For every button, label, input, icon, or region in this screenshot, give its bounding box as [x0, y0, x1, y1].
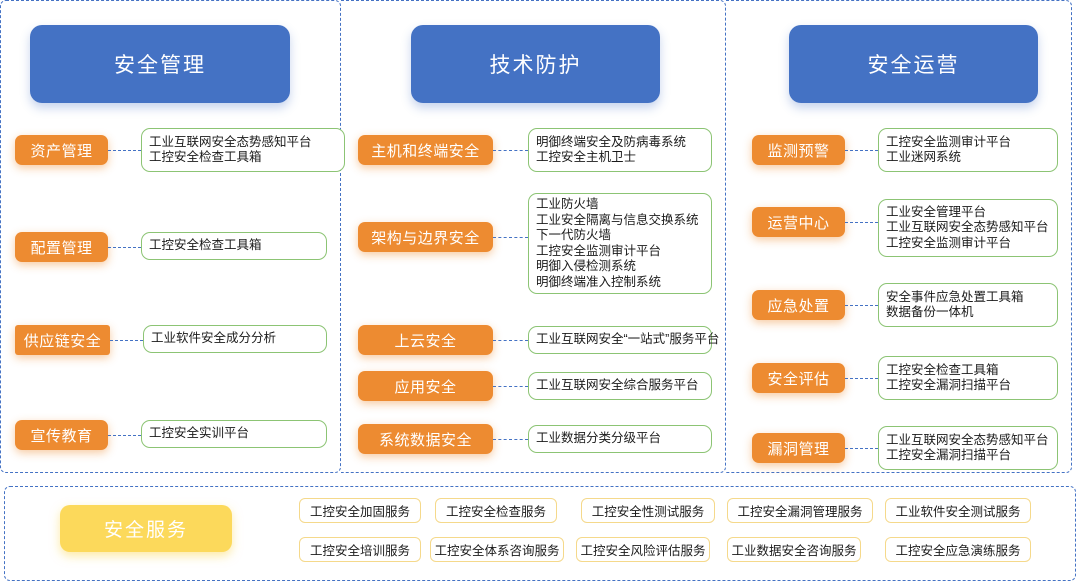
product-item: 工业互联网安全态势感知平台 [149, 134, 312, 149]
category-host-endpoint-security[interactable]: 主机和终端安全 [358, 135, 493, 165]
service-tag[interactable]: 工控安全体系咨询服务 [430, 537, 564, 562]
category-publicity-education[interactable]: 宣传教育 [15, 420, 108, 450]
products-security-assessment[interactable]: 工控安全检查工具箱 工控安全漏洞扫描平台 [878, 356, 1058, 400]
product-item: 工业互联网安全“一站式”服务平台 [536, 332, 720, 347]
connector-application-security [493, 386, 528, 387]
products-monitoring-early-warning[interactable]: 工控安全监测审计平台 工业迷网系统 [878, 128, 1058, 172]
connector-host-endpoint-security [493, 150, 528, 151]
product-item: 工业互联网安全态势感知平台 [886, 220, 1049, 235]
heading-security-operations[interactable]: 安全运营 [789, 25, 1038, 103]
service-tag[interactable]: 工控安全漏洞管理服务 [727, 498, 873, 523]
connector-architecture-boundary-security [493, 237, 528, 238]
category-configuration-management[interactable]: 配置管理 [15, 232, 108, 262]
product-item: 安全事件应急处置工具箱 [886, 289, 1024, 304]
product-item: 工控安全监测审计平台 [886, 235, 1012, 250]
category-cloud-security[interactable]: 上云安全 [358, 325, 493, 355]
category-application-security[interactable]: 应用安全 [358, 371, 493, 401]
category-system-data-security[interactable]: 系统数据安全 [358, 424, 493, 454]
service-tag[interactable]: 工控安全风险评估服务 [576, 537, 710, 562]
services-panel [4, 486, 1076, 581]
product-item: 下一代防火墙 [536, 228, 612, 242]
category-vulnerability-management[interactable]: 漏洞管理 [752, 433, 845, 463]
products-asset-management[interactable]: 工业互联网安全态势感知平台 工控安全检查工具箱 [141, 128, 345, 172]
products-host-endpoint-security[interactable]: 明御终端安全及防病毒系统 工控安全主机卫士 [528, 128, 712, 172]
products-architecture-boundary-security[interactable]: 工业防火墙 工业安全隔离与信息交换系统 下一代防火墙 工控安全监测审计平台 明御… [528, 193, 712, 294]
product-item: 明御终端安全及防病毒系统 [536, 134, 687, 149]
product-item: 工业互联网安全态势感知平台 [886, 432, 1049, 447]
category-security-assessment[interactable]: 安全评估 [752, 363, 845, 393]
service-tag[interactable]: 工控安全加固服务 [299, 498, 421, 523]
top-panel [0, 0, 1072, 473]
service-tag[interactable]: 工控安全培训服务 [299, 537, 421, 562]
product-item: 工控安全监测审计平台 [536, 243, 662, 258]
product-item: 工业防火墙 [536, 197, 599, 211]
products-supply-chain-security[interactable]: 工业软件安全成分分析 [143, 325, 327, 353]
product-item: 工控安全漏洞扫描平台 [886, 378, 1012, 392]
service-tag[interactable]: 工控安全性测试服务 [581, 498, 715, 523]
product-item: 工业安全隔离与信息交换系统 [536, 212, 699, 227]
column-panel-technical-protection [341, 0, 726, 473]
connector-system-data-security [493, 439, 528, 440]
product-item: 工控安全主机卫士 [536, 150, 637, 164]
heading-security-management[interactable]: 安全管理 [30, 25, 290, 103]
category-emergency-response[interactable]: 应急处置 [752, 290, 845, 320]
connector-emergency-response [845, 305, 878, 306]
product-item: 工业软件安全成分分析 [151, 331, 277, 346]
products-configuration-management[interactable]: 工控安全检查工具箱 [141, 232, 327, 260]
products-cloud-security[interactable]: 工业互联网安全“一站式”服务平台 [528, 326, 720, 354]
product-item: 工控安全检查工具箱 [886, 362, 999, 377]
products-vulnerability-management[interactable]: 工业互联网安全态势感知平台 工控安全漏洞扫描平台 [878, 426, 1058, 470]
product-item: 工控安全检查工具箱 [149, 150, 262, 164]
products-operations-center[interactable]: 工业安全管理平台 工业互联网安全态势感知平台 工控安全监测审计平台 [878, 199, 1058, 257]
connector-configuration-management [108, 247, 141, 248]
service-tag[interactable]: 工业数据安全咨询服务 [727, 537, 861, 562]
column-panel-security-operations [726, 0, 1072, 473]
connector-cloud-security [493, 340, 528, 341]
category-supply-chain-security[interactable]: 供应链安全 [15, 325, 110, 355]
product-item: 工业迷网系统 [886, 150, 962, 164]
connector-security-assessment [845, 378, 878, 379]
category-asset-management[interactable]: 资产管理 [15, 135, 108, 165]
products-publicity-education[interactable]: 工控安全实训平台 [141, 420, 327, 448]
service-tag[interactable]: 工控安全检查服务 [435, 498, 557, 523]
product-item: 工控安全实训平台 [149, 426, 250, 441]
product-item: 工业安全管理平台 [886, 204, 987, 219]
connector-publicity-education [108, 435, 141, 436]
service-tag[interactable]: 工业软件安全测试服务 [885, 498, 1031, 523]
connector-vulnerability-management [845, 448, 878, 449]
connector-operations-center [845, 222, 878, 223]
connector-asset-management [108, 150, 141, 151]
category-architecture-boundary-security[interactable]: 架构与边界安全 [358, 222, 493, 252]
product-item: 明御终端准入控制系统 [536, 274, 662, 289]
product-item: 数据备份一体机 [886, 305, 974, 319]
products-system-data-security[interactable]: 工业数据分类分级平台 [528, 425, 712, 453]
product-item: 明御入侵检测系统 [536, 259, 637, 273]
products-emergency-response[interactable]: 安全事件应急处置工具箱 数据备份一体机 [878, 283, 1058, 327]
service-tag[interactable]: 工控安全应急演练服务 [885, 537, 1031, 562]
product-item: 工业互联网安全综合服务平台 [536, 378, 699, 393]
product-item: 工控安全监测审计平台 [886, 134, 1012, 149]
connector-monitoring-early-warning [845, 150, 878, 151]
product-item: 工控安全漏洞扫描平台 [886, 448, 1012, 462]
column-panel-security-management [0, 0, 341, 473]
products-application-security[interactable]: 工业互联网安全综合服务平台 [528, 372, 712, 400]
connector-supply-chain-security [110, 340, 143, 341]
heading-technical-protection[interactable]: 技术防护 [411, 25, 660, 103]
category-monitoring-early-warning[interactable]: 监测预警 [752, 135, 845, 165]
product-item: 工控安全检查工具箱 [149, 238, 262, 253]
product-item: 工业数据分类分级平台 [536, 431, 662, 446]
heading-security-services[interactable]: 安全服务 [60, 505, 232, 552]
category-operations-center[interactable]: 运营中心 [752, 207, 845, 237]
